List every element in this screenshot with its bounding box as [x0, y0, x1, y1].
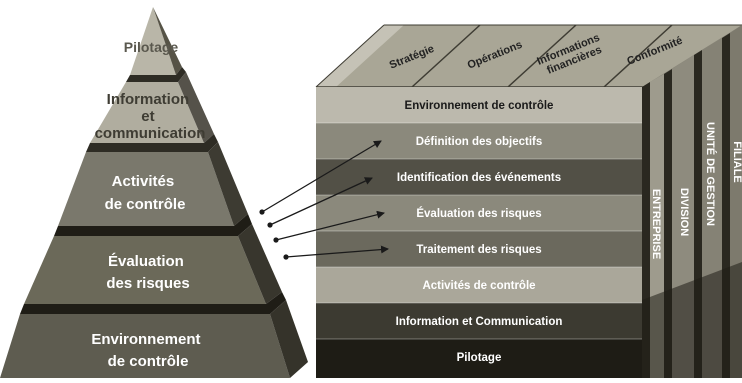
cube-row-5-label: Traitement des risques: [416, 244, 541, 256]
cube-row-5-bg: [316, 231, 642, 267]
cube-top-divider-2: [507, 24, 577, 88]
pyramid-level-1-side: [153, 7, 182, 75]
arrow-origin-dot-4: [283, 254, 289, 260]
pyramid-level-2-face: [90, 82, 204, 143]
pyramid-level-1-face: [130, 7, 176, 75]
cube-row-6-bg: [316, 267, 642, 303]
cube-row-4-bg: [316, 195, 642, 231]
coso-cube: Stratégie Opérations Informations financ…: [315, 24, 742, 378]
pyramid-level-2-side: [178, 72, 214, 143]
connector-arrows: [259, 140, 389, 260]
cube-side-col-3-label: UNITÉ DE GESTION: [704, 122, 717, 226]
cube-row-8-label: Pilotage: [457, 352, 502, 364]
pyramid-level-3-line-1: Activités: [112, 173, 175, 190]
pyramid: Pilotage Information et communication Ac…: [0, 7, 308, 378]
arrow-to-traitement: [285, 245, 389, 258]
arrow-to-objectifs: [261, 140, 382, 213]
pyramid-level-3-line-2: de contrôle: [105, 196, 186, 213]
pyramid-level-2-line-1: Information: [107, 91, 190, 108]
arrow-origin-dot-3: [273, 237, 279, 243]
cube-side-col-4-label: FILIALE: [731, 141, 742, 183]
arrow-to-evenements: [269, 177, 373, 226]
cube-top-base: [316, 25, 742, 87]
pyramid-level-3-label: Activités de contrôle: [105, 173, 186, 213]
arrow-to-evaluation: [275, 210, 385, 241]
cube-top-face: Stratégie Opérations Informations financ…: [315, 24, 742, 88]
pyramid-level-1-line-1: Pilotage: [124, 39, 179, 55]
pyramid-level-5-line-2: de contrôle: [108, 353, 189, 370]
cube-row-2-bg: [316, 123, 642, 159]
pyramid-level-4-side: [238, 224, 282, 304]
cube-row-6-label: Activités de contrôle: [422, 280, 535, 292]
cube-top-highlight: [316, 25, 404, 87]
cube-row-7-bg: [316, 303, 642, 339]
arrow-origin-dot-1: [259, 209, 265, 215]
cube-row-7-label: Information et Communication: [396, 316, 563, 328]
pyramid-level-3-face: [58, 152, 234, 226]
cube-row-1-label: Environnement de contrôle: [405, 100, 554, 112]
pyramid-level-2-line-2: et: [141, 108, 154, 125]
cube-top-divider-1: [411, 24, 481, 88]
cube-row-4-label: Évaluation des risques: [416, 207, 541, 220]
pyramid-level-1-label: Pilotage: [124, 39, 179, 55]
cube-row-3-bg: [316, 159, 642, 195]
cube-side-face: ENTREPRISE DIVISION UNITÉ DE GESTION FIL…: [642, 25, 742, 378]
pyramid-level-4-line-2: des risques: [106, 275, 189, 292]
pyramid-band-1: [126, 67, 186, 82]
pyramid-band-4: [20, 292, 286, 314]
cube-side-shadow: [642, 262, 742, 378]
pyramid-level-5-line-1: Environnement: [91, 331, 200, 348]
pyramid-level-2-label: Information et communication: [95, 91, 206, 142]
pyramid-level-4-label: Évaluation des risques: [106, 253, 189, 292]
pyramid-level-2-line-3: communication: [95, 125, 206, 142]
cube-top-left-edge: [315, 24, 385, 88]
cube-row-8-bg: [316, 339, 642, 378]
pyramid-level-5-label: Environnement de contrôle: [91, 331, 204, 370]
cube-top-divider-3: [603, 24, 673, 88]
arrow-origin-dot-2: [267, 222, 273, 228]
pyramid-level-4-line-1: Évaluation: [108, 253, 184, 270]
pyramid-band-3: [54, 214, 252, 236]
pyramid-band-2: [86, 134, 218, 152]
cube-side-col-1-label: ENTREPRISE: [650, 189, 662, 259]
pyramid-level-4-face: [24, 236, 266, 304]
pyramid-level-5-face: [0, 314, 290, 378]
cube-row-1-bg: [316, 87, 642, 123]
cube-row-3-label: Identification des événements: [397, 172, 561, 184]
cube-front-face: Environnement de contrôle Définition des…: [316, 87, 642, 378]
pyramid-level-5-side: [270, 300, 308, 378]
cube-side-col-2-label: DIVISION: [678, 188, 690, 236]
pyramid-level-3-side: [208, 142, 248, 226]
cube-row-2-label: Définition des objectifs: [416, 136, 543, 148]
